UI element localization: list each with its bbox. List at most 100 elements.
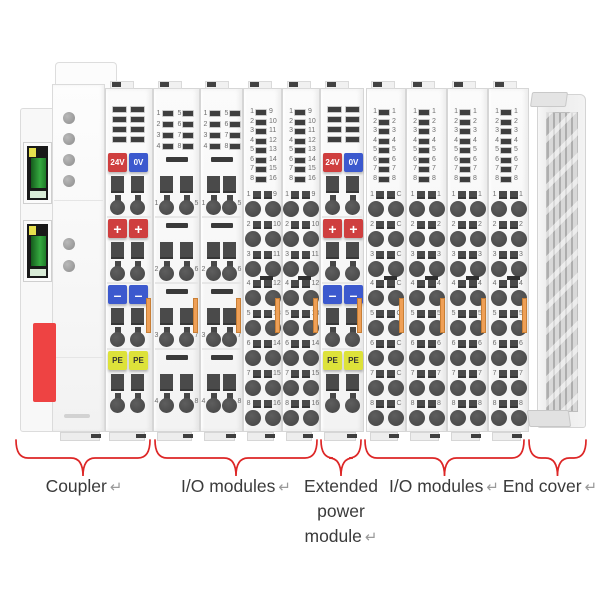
channel-number: 7 [473, 165, 477, 172]
terminal-contact [160, 242, 173, 259]
keyhole-neck [135, 195, 141, 202]
din-rail-tab [371, 81, 395, 89]
channel-number: 11 [311, 250, 319, 258]
annotation-text: Extended [304, 476, 378, 496]
channel-number: 15 [308, 165, 316, 172]
terminal-contact [416, 280, 425, 289]
channel-number: 1 [392, 108, 396, 115]
terminal-label: 0V [129, 153, 148, 172]
terminal-hole [490, 320, 507, 337]
din-clip-mark [347, 434, 357, 438]
channel-number: 2 [492, 220, 497, 228]
channel-number: 6 [177, 121, 182, 128]
channel-number: 16 [308, 174, 316, 182]
led-window [500, 156, 512, 164]
keyhole-neck [184, 327, 190, 334]
channel-number: 1 [437, 191, 441, 198]
din-rail-tab [248, 81, 272, 89]
return-mark: ↵ [486, 479, 499, 496]
channel-number: 6 [237, 266, 242, 273]
terminal-contact [427, 250, 436, 259]
terminal-hole [469, 230, 486, 247]
channel-number: 4 [473, 136, 477, 144]
terminal-hole [368, 350, 384, 366]
keyhole-neck [227, 327, 233, 334]
led-window [418, 118, 430, 126]
channel-number: 1 [373, 108, 377, 115]
din-clip-mark [454, 82, 463, 87]
keyhole-neck [330, 261, 336, 268]
module-seam [155, 216, 198, 218]
terminal-contact [252, 191, 261, 199]
terminal-contact [468, 310, 477, 319]
channel-number: 3 [454, 127, 458, 134]
terminal-contact [291, 310, 299, 319]
keyhole-circle [179, 332, 194, 347]
led-window [162, 132, 174, 139]
module-seam [202, 348, 241, 350]
keyhole-neck [184, 195, 190, 202]
channel-number: 5 [285, 310, 289, 318]
channel-number: 7 [194, 332, 199, 339]
channel-number: 1 [203, 110, 208, 117]
terminal-contact [498, 340, 507, 348]
terminal-label: + [323, 219, 342, 238]
channel-number: 4 [478, 280, 482, 288]
led-window [294, 118, 306, 126]
din-rail-tab [205, 81, 229, 89]
keyhole-circle [325, 332, 340, 347]
terminal-contact [207, 176, 220, 193]
keyhole-neck [211, 393, 217, 400]
terminal-hole [510, 379, 527, 396]
channel-number: 1 [519, 191, 523, 198]
channel-number: 2 [410, 220, 415, 228]
terminal-contact [263, 399, 272, 408]
terminal-hole [283, 320, 299, 337]
terminal-contact [416, 220, 425, 229]
terminal-contact [498, 280, 507, 289]
channel-number: C [396, 280, 402, 288]
channel-number: 6 [289, 155, 293, 163]
channel-number: 7 [373, 165, 377, 172]
terminal-contact [427, 191, 436, 199]
channel-number: 12 [311, 280, 320, 288]
release-slot [165, 223, 188, 228]
terminal-hole [368, 230, 384, 247]
led-window [294, 147, 306, 154]
channel-number: 7 [285, 369, 289, 377]
led-window [255, 156, 267, 164]
release-slot [384, 276, 397, 280]
led-window [229, 110, 241, 117]
keyhole-neck [164, 393, 170, 400]
channel-number: 6 [392, 155, 396, 163]
terminal-contact [302, 280, 310, 289]
led-window [130, 106, 145, 113]
led-window [112, 106, 127, 113]
terminal-hole [244, 379, 261, 396]
terminal-contact [468, 399, 477, 408]
channel-number: 4 [203, 143, 208, 150]
terminal-hole [449, 409, 466, 426]
module-seam [107, 216, 151, 218]
din-rail-tab [325, 81, 349, 89]
channel-number: 3 [495, 127, 499, 134]
ejector-lever-orange [399, 298, 404, 333]
channel-number: 2 [514, 117, 518, 125]
terminal-contact [252, 220, 261, 229]
io-module-16ch [447, 88, 488, 432]
terminal-contact [427, 369, 436, 378]
terminal-contact [160, 374, 173, 391]
din-clip-mark [413, 82, 422, 87]
terminal-contact [111, 242, 124, 259]
led-window [327, 106, 342, 113]
terminal-contact [302, 369, 310, 378]
channel-number: 1 [473, 108, 477, 115]
terminal-hole [469, 350, 486, 366]
channel-number: 7 [514, 165, 518, 172]
terminal-contact [291, 191, 299, 199]
led-window [229, 143, 241, 150]
led-window [229, 132, 241, 139]
channel-number: 11 [273, 250, 281, 258]
terminal-contact [326, 242, 339, 259]
